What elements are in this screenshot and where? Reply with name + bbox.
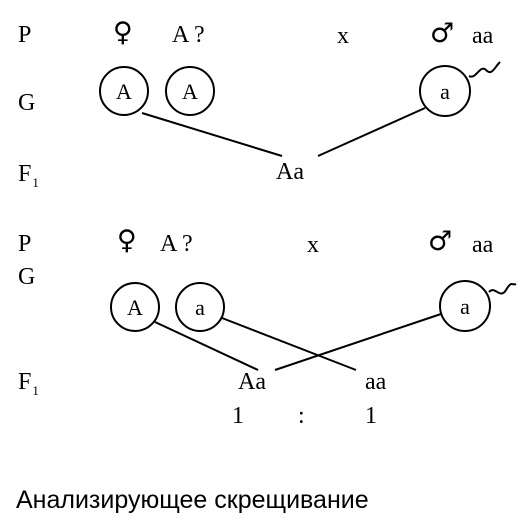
row-label-g-cross2: G [18, 264, 36, 290]
ratio-right: 1 [365, 403, 377, 429]
male-genotype-cross1: aa [472, 23, 494, 49]
female-genotype-cross2: A ? [160, 231, 193, 257]
offspring-2-cross2: aa [365, 369, 387, 395]
gamete-circle-female-1-cross1 [99, 66, 149, 116]
cross-sign-cross1: x [337, 23, 349, 49]
gamete-label-male-cross2: a [460, 294, 470, 319]
gamete-circle-female-2-cross1 [165, 66, 215, 116]
female-symbol-icon: ♀ [117, 225, 137, 256]
fusion-line-female-a-cross2 [221, 317, 357, 371]
ratio-separator: : [298, 403, 305, 429]
male-genotype-cross2: aa [472, 232, 494, 258]
gamete-label-female-1-cross2: A [127, 295, 143, 320]
offspring-1-cross2: Aa [238, 369, 266, 395]
row-label-f1-cross2: F1 [18, 369, 39, 398]
row-label-g-cross1: G [18, 90, 36, 116]
fusion-line-male-cross2 [274, 313, 442, 371]
cross-sign-cross2: x [307, 232, 319, 258]
gamete-circle-female-1-cross2 [110, 282, 160, 332]
row-label-p-cross2: P [18, 231, 32, 257]
gamete-label-male-cross1: a [440, 79, 450, 104]
ratio-left: 1 [232, 403, 244, 429]
gamete-label-female-2-cross2: a [195, 295, 205, 320]
gamete-label-female-2-cross1: A [182, 79, 198, 104]
fusion-line-male-cross1 [317, 107, 426, 157]
row-label-f1-cross1: F1 [18, 161, 39, 190]
female-genotype-cross1: A ? [172, 22, 205, 48]
sperm-tail-icon [488, 283, 517, 295]
gamete-circle-male-cross1 [419, 65, 471, 117]
sperm-tail-icon [468, 61, 501, 78]
offspring-cross1: Aa [276, 159, 304, 185]
male-symbol-icon: ♂ [430, 18, 455, 49]
female-symbol-icon: ♀ [113, 17, 133, 48]
fusion-line-female-A-cross2 [154, 321, 259, 371]
row-label-p-cross1: P [18, 22, 32, 48]
gamete-circle-male-cross2 [439, 280, 491, 332]
caption: Анализирующее скрещивание [16, 486, 369, 514]
fusion-line-female-cross1 [141, 112, 283, 157]
gamete-circle-female-2-cross2 [175, 282, 225, 332]
gamete-label-female-1-cross1: A [116, 79, 132, 104]
male-symbol-icon: ♂ [428, 226, 453, 257]
